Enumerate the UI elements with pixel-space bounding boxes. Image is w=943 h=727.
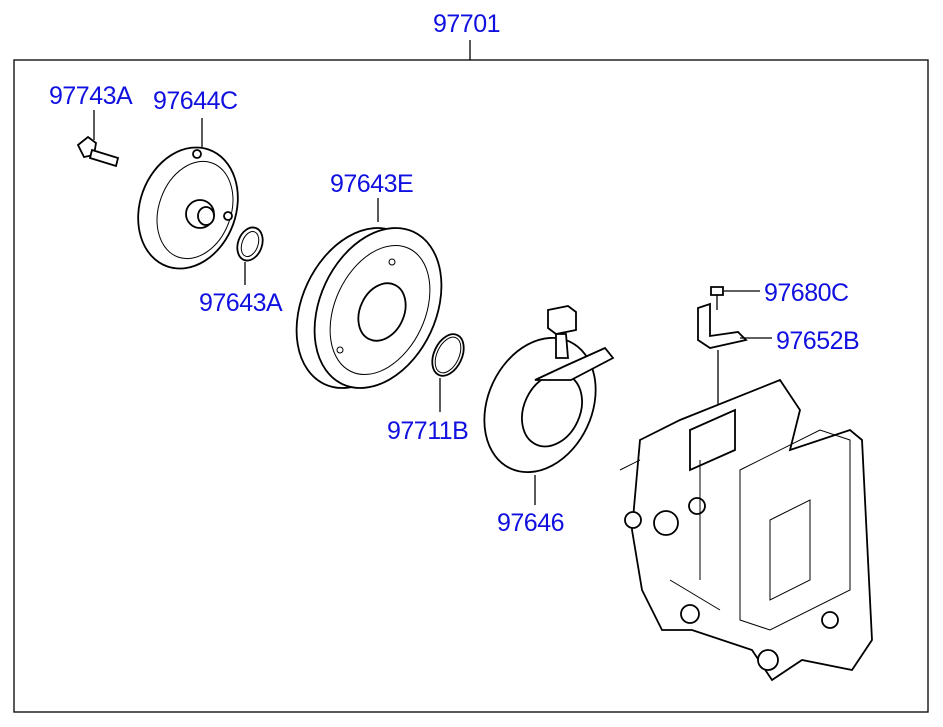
snap-ring-part	[431, 333, 465, 412]
assembly-frame	[13, 59, 929, 713]
pulley-part	[295, 198, 443, 389]
compressor-body	[619, 378, 873, 682]
field-coil-part	[483, 305, 615, 505]
part-label-bolt[interactable]: 97743A	[49, 82, 133, 110]
clutch-hub-part	[137, 118, 239, 270]
part-label-shim-ring[interactable]: 97643A	[199, 289, 283, 317]
part-label-field-coil[interactable]: 97646	[497, 509, 565, 537]
part-label-bracket[interactable]: 97652B	[776, 327, 860, 355]
part-label-screw[interactable]: 97680C	[764, 279, 849, 307]
part-label-snap-ring[interactable]: 97711B	[387, 417, 469, 445]
part-label-pulley[interactable]: 97643E	[330, 170, 414, 198]
part-label-clutch-hub[interactable]: 97644C	[153, 87, 238, 115]
shim-ring-part	[236, 226, 264, 285]
part-label-assembly[interactable]: 97701	[433, 10, 501, 38]
bolt-part	[76, 110, 120, 168]
